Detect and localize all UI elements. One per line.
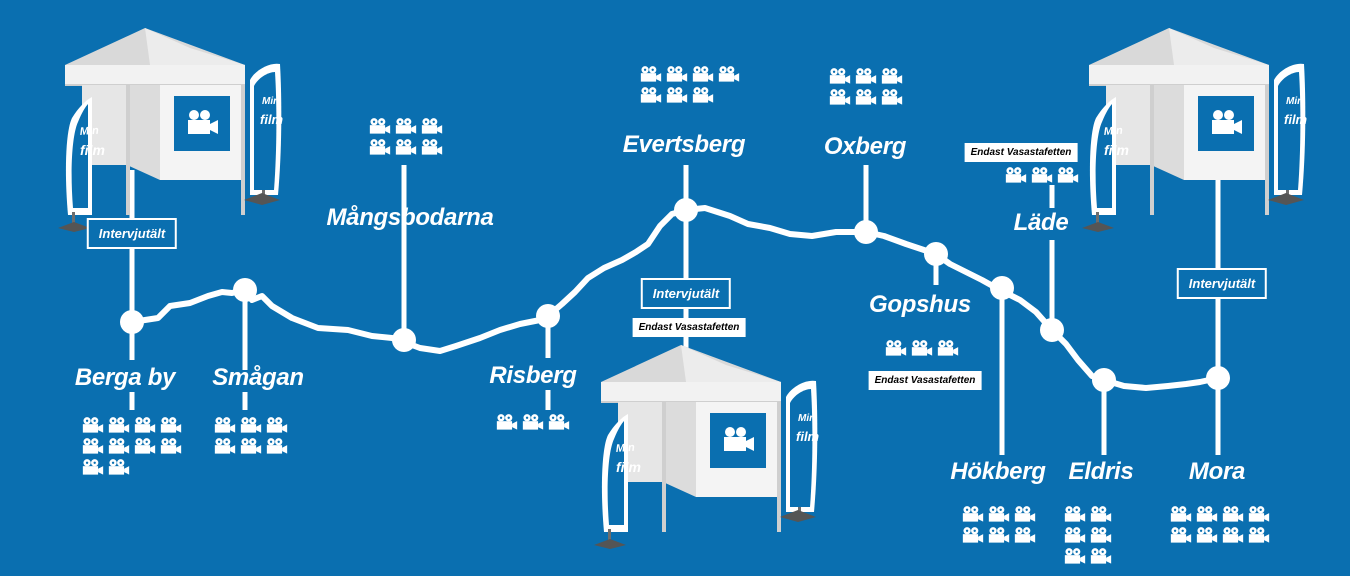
camera-group-oxberg	[829, 67, 903, 106]
station-label-risberg: Risberg	[489, 362, 577, 389]
camera-icon	[522, 413, 544, 431]
camera-icon	[1222, 505, 1244, 523]
relay-only-badge-evertsberg: Endast Vasastafetten	[632, 318, 746, 337]
station-label-evertsberg: Evertsberg	[622, 131, 746, 158]
camera-icon	[1090, 547, 1112, 565]
camera-icon	[1064, 547, 1086, 565]
camera-icon	[937, 339, 959, 357]
camera-icon	[1248, 526, 1270, 544]
camera-icon	[108, 458, 130, 476]
camera-icon	[214, 437, 236, 455]
station-label-berga-by: Berga by	[74, 364, 176, 391]
interview-tent-badge-right: Intervjutält	[1176, 268, 1268, 299]
camera-icon	[369, 138, 391, 156]
interview-tent-middle	[594, 345, 820, 549]
camera-icon	[829, 88, 851, 106]
camera-icon	[1248, 505, 1270, 523]
camera-group-mora	[1170, 505, 1270, 544]
camera-icon	[108, 437, 130, 455]
camera-group-gopshus	[885, 339, 959, 357]
camera-icon	[134, 437, 156, 455]
camera-icon	[881, 88, 903, 106]
camera-icon	[266, 437, 288, 455]
camera-icon	[640, 65, 662, 83]
station-label-lade: Läde	[1013, 209, 1069, 236]
camera-group-risberg	[496, 413, 570, 431]
camera-icon	[421, 117, 443, 135]
camera-icon	[855, 88, 877, 106]
camera-group-lade	[1005, 166, 1079, 184]
camera-icon	[911, 339, 933, 357]
station-label-mangsbodarna: Mångsbodarna	[326, 204, 494, 231]
camera-icon	[1090, 526, 1112, 544]
camera-icon	[82, 416, 104, 434]
camera-icon	[962, 526, 984, 544]
camera-icon	[160, 416, 182, 434]
camera-icon	[134, 416, 156, 434]
camera-icon	[692, 86, 714, 104]
interview-tent-left	[58, 28, 284, 232]
camera-icon	[1170, 526, 1192, 544]
station-label-smagan: Smågan	[212, 364, 304, 391]
camera-icon	[496, 413, 518, 431]
camera-icon	[1064, 526, 1086, 544]
camera-icon	[82, 437, 104, 455]
camera-icon	[395, 138, 417, 156]
route-line	[129, 205, 1221, 391]
station-label-gopshus: Gopshus	[869, 291, 971, 318]
camera-icon	[1064, 505, 1086, 523]
relay-only-badge-gopshus: Endast Vasastafetten	[868, 371, 982, 390]
camera-icon	[666, 65, 688, 83]
camera-icon	[1005, 166, 1027, 184]
camera-icon	[1196, 526, 1218, 544]
camera-icon	[829, 67, 851, 85]
camera-group-evertsberg	[640, 65, 740, 104]
camera-icon	[1222, 526, 1244, 544]
camera-icon	[640, 86, 662, 104]
camera-icon	[548, 413, 570, 431]
camera-group-smagan	[214, 416, 288, 455]
camera-icon	[214, 416, 236, 434]
camera-icon	[240, 416, 262, 434]
camera-group-mangsbodarna	[369, 117, 443, 156]
camera-icon	[266, 416, 288, 434]
station-label-hokberg: Hökberg	[950, 458, 1046, 485]
camera-icon	[395, 117, 417, 135]
camera-group-hokberg	[962, 505, 1036, 544]
camera-icon	[1057, 166, 1079, 184]
camera-icon	[369, 117, 391, 135]
camera-icon	[1170, 505, 1192, 523]
camera-icon	[666, 86, 688, 104]
camera-icon	[160, 437, 182, 455]
camera-icon	[1031, 166, 1053, 184]
camera-icon	[1014, 526, 1036, 544]
camera-icon	[718, 65, 740, 83]
camera-group-berga-by	[82, 416, 182, 476]
camera-icon	[82, 458, 104, 476]
camera-icon	[108, 416, 130, 434]
interview-tent-badge-middle: Intervjutält	[640, 278, 732, 309]
interview-tent-badge-left: Intervjutält	[86, 218, 178, 249]
connectors	[129, 165, 1221, 455]
camera-icon	[962, 505, 984, 523]
camera-icon	[1090, 505, 1112, 523]
camera-icon	[421, 138, 443, 156]
camera-icon	[988, 526, 1010, 544]
camera-group-eldris	[1064, 505, 1112, 565]
station-label-eldris: Eldris	[1068, 458, 1134, 485]
camera-icon	[855, 67, 877, 85]
route-nodes	[120, 198, 1230, 392]
camera-icon	[1014, 505, 1036, 523]
camera-icon	[240, 437, 262, 455]
relay-only-badge-lade: Endast Vasastafetten	[964, 143, 1078, 162]
camera-icon	[988, 505, 1010, 523]
station-label-mora: Mora	[1188, 458, 1246, 485]
interview-tent-right	[1082, 28, 1308, 232]
station-label-oxberg: Oxberg	[823, 133, 907, 160]
camera-icon	[885, 339, 907, 357]
camera-icon	[1196, 505, 1218, 523]
camera-icon	[881, 67, 903, 85]
camera-icon	[692, 65, 714, 83]
